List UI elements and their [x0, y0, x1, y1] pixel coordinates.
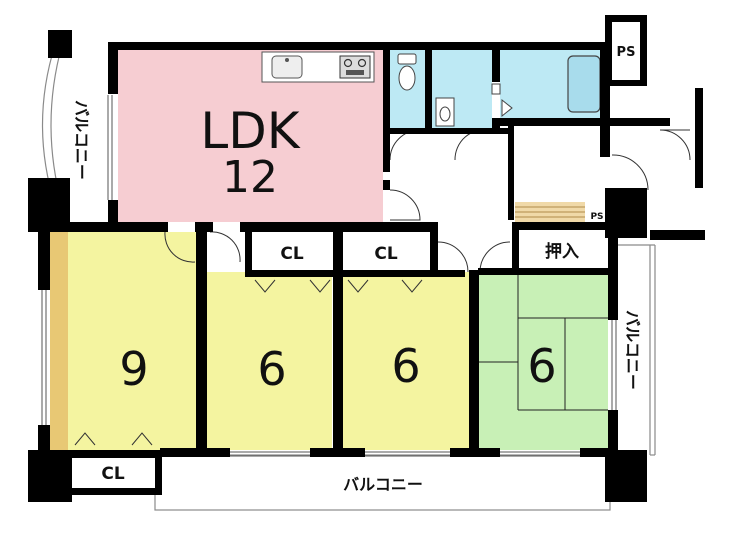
window-marks [41, 95, 617, 457]
ldk-name: LDK [200, 102, 300, 160]
room-size-western-9: 9 [119, 342, 148, 396]
balcony-label-left: バルコニー [72, 100, 91, 180]
balcony-label-right: バルコニー [623, 310, 642, 390]
sink-icon [271, 55, 303, 79]
closet-doors [74, 279, 423, 446]
label-boxes [72, 22, 640, 488]
western-9-accent [50, 232, 68, 450]
closet-label-3: CL [101, 464, 124, 484]
bathtub-icon [567, 55, 601, 113]
tatami-lines [478, 272, 608, 411]
oshiire-label: 押入 [545, 241, 579, 262]
walls [28, 15, 705, 502]
washbasin-icon [435, 97, 455, 127]
ps-label-top: PS [617, 45, 636, 60]
room-size-western-6b: 6 [391, 339, 420, 393]
toilet-icon [397, 53, 417, 91]
room-fills [50, 50, 608, 450]
closet-label-2: CL [374, 244, 397, 264]
japanese-6-floor [478, 272, 608, 450]
kitchen-counter [261, 51, 375, 83]
western-6a-floor [207, 272, 332, 450]
western-9-floor [50, 232, 198, 450]
closet-label-1: CL [280, 244, 303, 264]
balcony-label-bottom: バルコニー [343, 475, 423, 494]
ps-label-entrance: PS [590, 212, 603, 222]
room-size-japanese-6: 6 [527, 339, 556, 393]
washer-mark-icon [491, 83, 513, 118]
step-lines [515, 206, 585, 218]
room-size-western-6a: 6 [257, 342, 286, 396]
ldk-size: 12 [222, 152, 278, 203]
western-6b-floor [342, 272, 469, 450]
